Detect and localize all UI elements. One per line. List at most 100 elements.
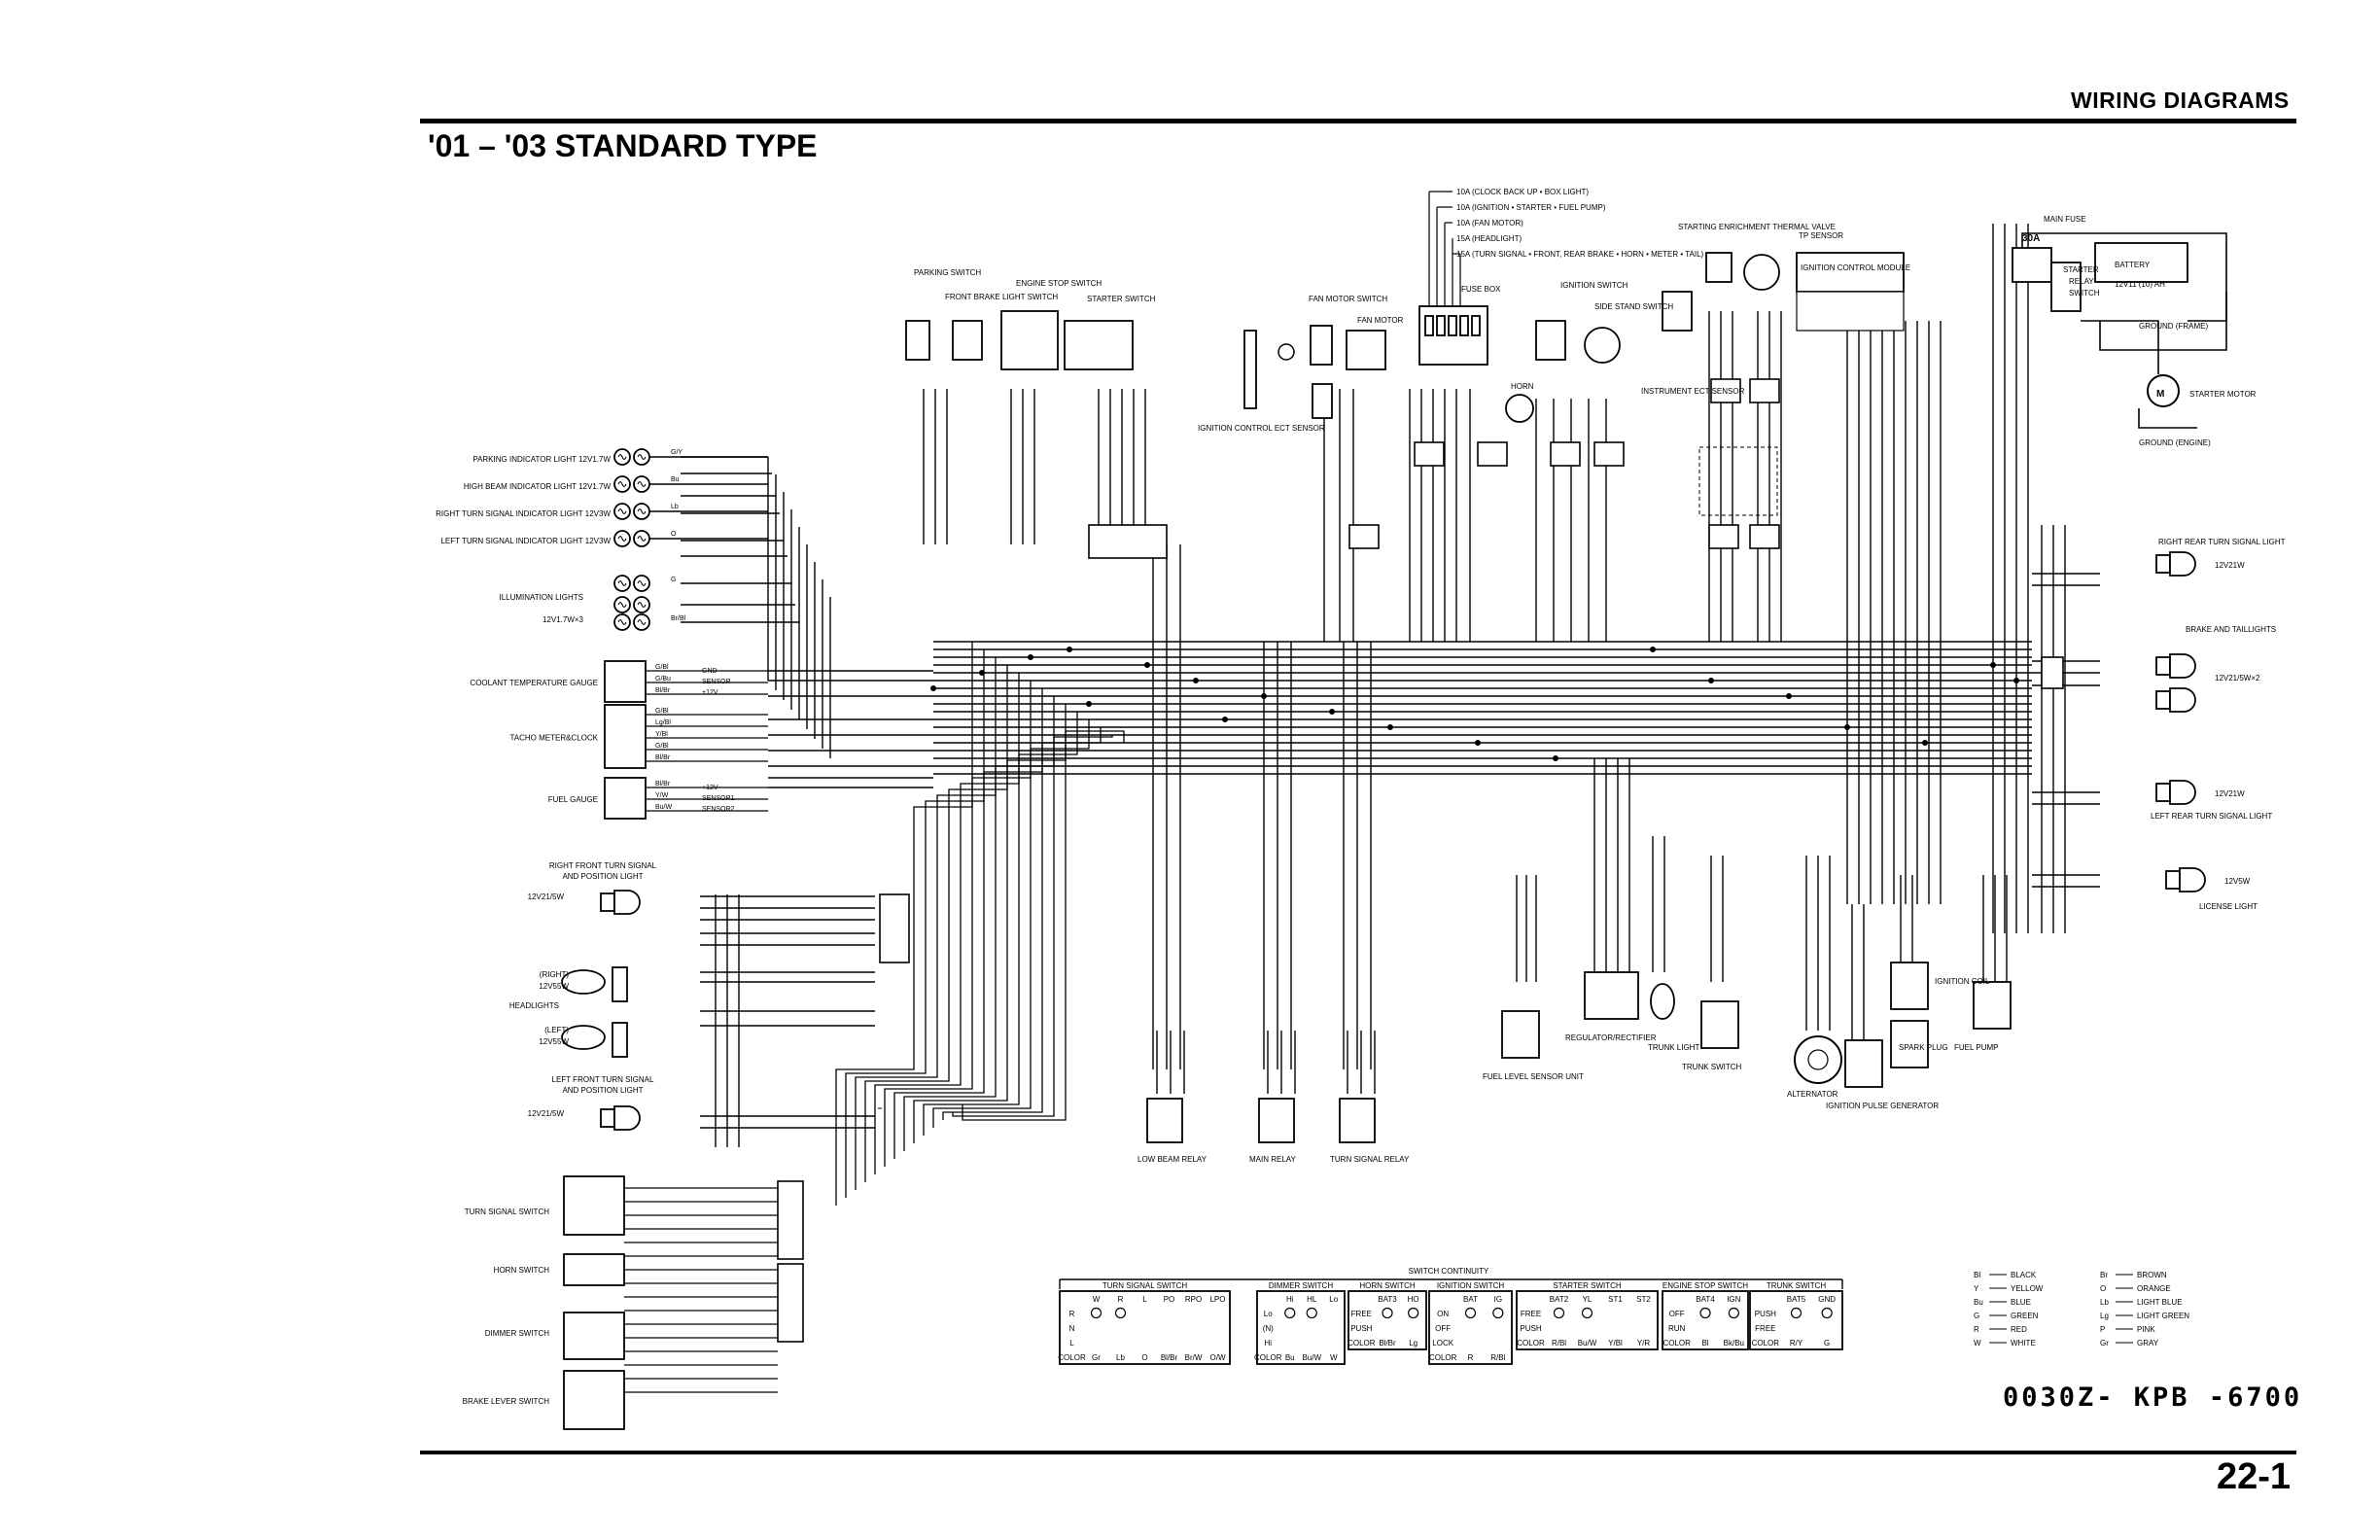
table-title: IGNITION SWITCH	[1437, 1281, 1505, 1290]
component-label: HORN	[1511, 382, 1534, 391]
legend-name: WHITE	[2011, 1339, 2036, 1348]
table-header: BAT	[1463, 1295, 1478, 1304]
bottom-component-label: REGULATOR/RECTIFIER	[1565, 1033, 1657, 1042]
wire-color: Bl/Br	[655, 781, 671, 788]
wire	[942, 727, 1102, 1120]
wire	[952, 735, 1113, 1117]
fan-motor-resistor	[1312, 383, 1333, 419]
table-header: HO	[1408, 1295, 1419, 1304]
pulse-generator	[1844, 1039, 1883, 1088]
battery-spec: 12V11 (10) AH	[2115, 280, 2165, 289]
table-row-label: FREE	[1351, 1310, 1372, 1318]
ignition-coil	[1890, 962, 1929, 1010]
fuse-label: 10A (IGNITION • STARTER • FUEL PUMP)	[1456, 203, 1606, 212]
lamp-socket	[2165, 870, 2181, 890]
bottom-component-label: MAIN RELAY	[1249, 1155, 1297, 1164]
gauge-pin-label: +12V	[702, 785, 718, 791]
continuity-circle-icon	[1114, 1307, 1127, 1319]
bottom-component-label: FUEL LEVEL SENSOR UNIT	[1483, 1072, 1584, 1081]
table-row-label: R	[1069, 1310, 1075, 1318]
alternator-icon	[1794, 1035, 1842, 1084]
bottom-component-label: TRUNK LIGHT	[1648, 1043, 1699, 1052]
component-label: INSTRUMENT ECT SENSOR	[1641, 387, 1745, 396]
side-stand-switch	[1584, 327, 1621, 364]
horn-switch-box	[563, 1253, 625, 1286]
illumination-label: ILLUMINATION LIGHTS	[499, 593, 583, 602]
starter-relay-switch	[2050, 262, 2082, 312]
table-row-label: ON	[1437, 1310, 1449, 1318]
headlight-left-spec: 12V55W	[539, 1037, 569, 1046]
ignition-control-module	[1796, 252, 1905, 293]
table-row-label: COLOR	[1348, 1339, 1376, 1348]
component-label: FAN MOTOR	[1357, 316, 1404, 325]
gauge-label: TACHO METER&CLOCK	[509, 734, 598, 743]
legend-code: O	[2100, 1284, 2106, 1293]
fuel-pump	[1973, 981, 2012, 1030]
continuity-table	[1059, 1290, 1231, 1365]
component-label: IGNITION SWITCH	[1560, 281, 1628, 290]
component-label: STARTING ENRICHMENT THERMAL VALVE	[1678, 223, 1836, 231]
wire-color: G/Bu	[655, 676, 671, 682]
handlebar-connector	[777, 1180, 804, 1260]
bulb-filament-icon	[637, 536, 647, 542]
legend-code: Lb	[2100, 1298, 2109, 1307]
fan-motor-switch	[1310, 325, 1333, 366]
main-fuse-label: MAIN FUSE	[2044, 215, 2086, 224]
wire-color: Lg/Bl	[655, 719, 671, 726]
wire	[2099, 292, 2227, 351]
bulb-filament-icon	[617, 602, 627, 608]
fuse-icon	[1471, 315, 1481, 336]
table-color: Gr	[1092, 1353, 1101, 1362]
table-header: LPO	[1209, 1295, 1225, 1304]
bottom-component-label: TRUNK SWITCH	[1682, 1063, 1742, 1071]
component-label: SIDE STAND SWITCH	[1594, 302, 1673, 311]
connector	[1477, 441, 1508, 467]
continuity-circle-icon	[1821, 1307, 1833, 1319]
table-header: IG	[1494, 1295, 1502, 1304]
continuity-circle-icon	[1699, 1307, 1711, 1319]
legend-code: Bl	[1974, 1271, 1980, 1279]
lr-turn-spec: 12V21W	[2215, 789, 2245, 798]
coolant-temperature-gauge	[604, 660, 647, 703]
fuse-icon	[1448, 315, 1457, 336]
continuity-circle-icon	[1492, 1307, 1504, 1319]
headlight-right-icon	[561, 969, 606, 995]
part-number: 0030Z- KPB -6700	[2003, 1382, 2303, 1413]
wire-color: G/Bl	[655, 708, 669, 715]
table-header: W	[1093, 1295, 1101, 1304]
table-header: BAT4	[1696, 1295, 1715, 1304]
junction-dot	[1261, 693, 1267, 699]
table-row-label: FREE	[1755, 1324, 1775, 1333]
junction-dot	[979, 670, 985, 676]
starter-label: STARTER	[2063, 265, 2099, 274]
table-row-label: COLOR	[1517, 1339, 1545, 1348]
lamp-socket	[600, 1108, 615, 1128]
junction-dot	[1086, 701, 1092, 707]
bottom-component-label: LOW BEAM RELAY	[1138, 1155, 1208, 1164]
fuse-icon	[1459, 315, 1469, 336]
fuse-icon	[1424, 315, 1434, 336]
tacho-meter	[604, 704, 647, 769]
legend-name: BROWN	[2137, 1271, 2167, 1279]
bottom-component-label: ALTERNATOR	[1787, 1090, 1838, 1099]
motor-m: M	[2156, 389, 2164, 400]
table-header: ST1	[1608, 1295, 1623, 1304]
junction-dot	[1067, 647, 1072, 652]
component-label: FRONT BRAKE LIGHT SWITCH	[945, 293, 1058, 301]
wire-color: Bl/Br	[655, 687, 671, 694]
turn-signal-switch-box	[563, 1175, 625, 1236]
indicator-label: LEFT TURN SIGNAL INDICATOR LIGHT 12V3W	[440, 537, 611, 545]
table-color: G	[1824, 1339, 1830, 1348]
wire-color: G/Bl	[655, 664, 669, 671]
lamp-socket	[2155, 656, 2171, 676]
dimmer-switch-box	[563, 1312, 625, 1360]
enrichment-valve	[1705, 252, 1732, 283]
legend-name: ORANGE	[2137, 1284, 2171, 1293]
legend-name: YELLOW	[2011, 1284, 2044, 1293]
table-color: Bu/W	[1578, 1339, 1597, 1348]
trunk-switch	[1700, 1000, 1739, 1049]
handlebar-switch-label: TURN SIGNAL SWITCH	[465, 1208, 549, 1216]
table-row-label: Lo	[1264, 1310, 1273, 1318]
legend-code: G	[1974, 1312, 1979, 1320]
